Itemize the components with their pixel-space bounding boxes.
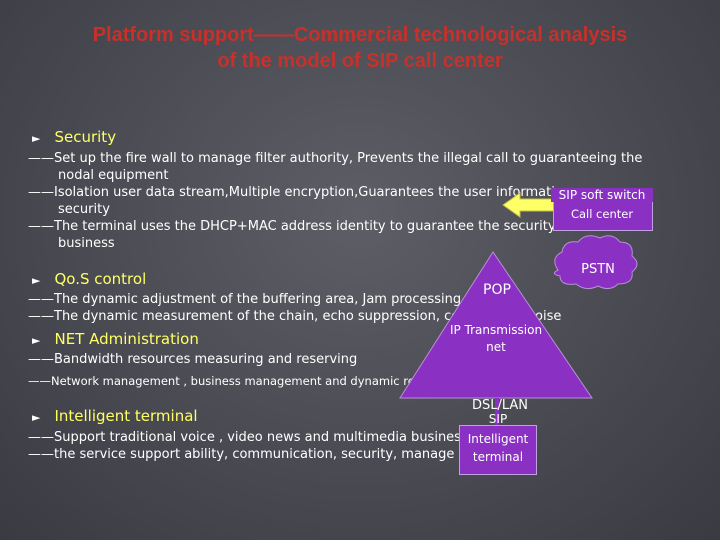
terminal-line-1: ——Support traditional voice , video news… [28, 430, 468, 445]
pstn-label: PSTN [581, 262, 615, 277]
bullet-arrow-icon: ► [32, 334, 41, 347]
net-admin-detail-2: ——Network management , business manageme… [28, 374, 578, 388]
bullet-arrow-icon: ► [32, 132, 41, 145]
ip-transmission-net-label: net [486, 340, 506, 354]
title-line-2: of the model of SIP call center [217, 50, 503, 72]
heading-net-administration: ►NET Administration [32, 330, 199, 348]
terminal-intelligent-label: Intelligent [467, 432, 529, 446]
sip-switch-label: SIP soft switch [551, 188, 653, 202]
terminal-details: ——Support traditional voice , video news… [28, 429, 708, 463]
slide-title: Platform support——Commercial technologic… [20, 22, 700, 74]
qos-line-1: ——The dynamic adjustment of the bufferin… [28, 292, 462, 307]
security-line-6: business [58, 236, 115, 251]
call-center-label: Call center [570, 207, 634, 221]
security-line-5: ——The terminal uses the DHCP+MAC address… [28, 219, 598, 234]
qos-details: ——The dynamic adjustment of the bufferin… [28, 291, 708, 325]
security-details: ——Set up the fire wall to manage filter … [28, 150, 708, 252]
bullet-arrow-icon: ► [32, 274, 41, 287]
terminal-sip-label: SIP [488, 412, 508, 426]
ip-transmission-label: IP Transmission [449, 323, 543, 337]
terminal-line-2: ——the service support ability, communica… [28, 447, 455, 462]
heading-qos-control: ►Qo.S control [32, 270, 147, 288]
pop-label: POP [483, 282, 511, 298]
terminal-terminal-label: terminal [472, 450, 524, 464]
security-line-4: security [58, 202, 110, 217]
qos-line-2: ——The dynamic measurement of the chain, … [28, 309, 562, 324]
sip-intelligent-terminal-box [459, 425, 537, 475]
heading-security: ►Security [32, 128, 117, 146]
heading-intelligent-terminal: ►Intelligent terminal [32, 407, 198, 425]
bullet-arrow-icon: ► [32, 411, 41, 424]
security-line-2: nodal equipment [58, 168, 169, 183]
dsl-lan-label: DSL/LAN [471, 398, 529, 413]
security-line-3: ——Isolation user data stream,Multiple en… [28, 185, 572, 200]
security-line-1: ——Set up the fire wall to manage filter … [28, 151, 643, 166]
title-line-1: Platform support——Commercial technologic… [92, 24, 628, 46]
net-admin-detail-1: ——Bandwidth resources measuring and rese… [28, 352, 358, 367]
